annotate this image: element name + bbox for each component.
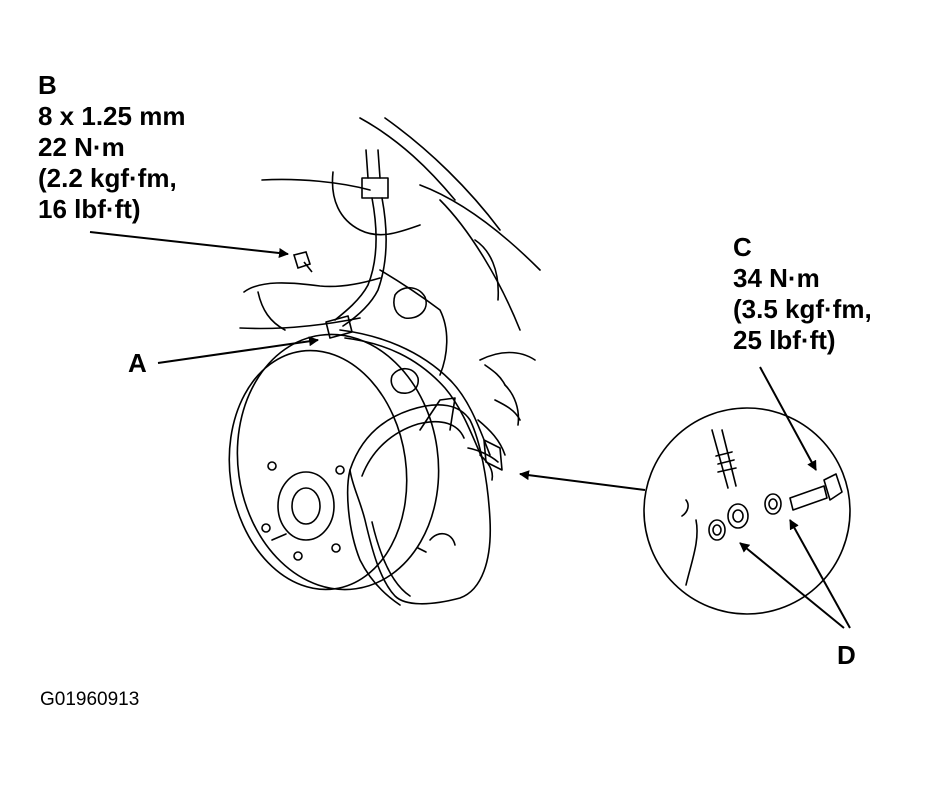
brake-caliper — [346, 397, 503, 606]
callout-c-line: (3.5 kgf·fm, — [733, 294, 872, 324]
callout-b-line: 16 lbf·ft) — [38, 194, 141, 224]
bolt-b-icon — [292, 251, 313, 273]
callout-b-line: 8 x 1.25 mm — [38, 101, 186, 131]
callout-c-letter: C — [733, 232, 752, 262]
callout-a-letter: A — [128, 348, 147, 378]
figure-id: G01960913 — [40, 689, 140, 710]
steering-knuckle-outline — [239, 117, 541, 456]
callout-c-line: 34 N·m — [733, 263, 820, 293]
callout-b-line: (2.2 kgf·fm, — [38, 163, 177, 193]
leader-arrow-b — [89, 231, 289, 258]
brake-line — [339, 329, 491, 459]
detail-magnifier — [643, 407, 851, 615]
callout-c-line: 25 lbf·ft) — [733, 325, 836, 355]
leader-arrow-detail — [519, 470, 646, 491]
leader-arrow-d-1 — [739, 542, 845, 629]
callout-a: A — [128, 348, 147, 379]
leader-arrow-c — [759, 366, 817, 471]
leader-arrows — [89, 231, 851, 629]
callout-c: C 34 N·m (3.5 kgf·fm, 25 lbf·ft) — [733, 232, 872, 356]
callout-b: B 8 x 1.25 mm 22 N·m (2.2 kgf·fm, 16 lbf… — [38, 70, 185, 225]
callout-d-letter: D — [837, 640, 856, 670]
leader-arrow-a — [157, 336, 319, 364]
callout-b-line: 22 N·m — [38, 132, 125, 162]
brake-hose — [325, 149, 389, 339]
brake-rotor — [228, 333, 440, 591]
leader-arrow-d-2 — [789, 519, 851, 629]
callout-d: D — [837, 640, 856, 671]
callout-b-letter: B — [38, 70, 57, 100]
